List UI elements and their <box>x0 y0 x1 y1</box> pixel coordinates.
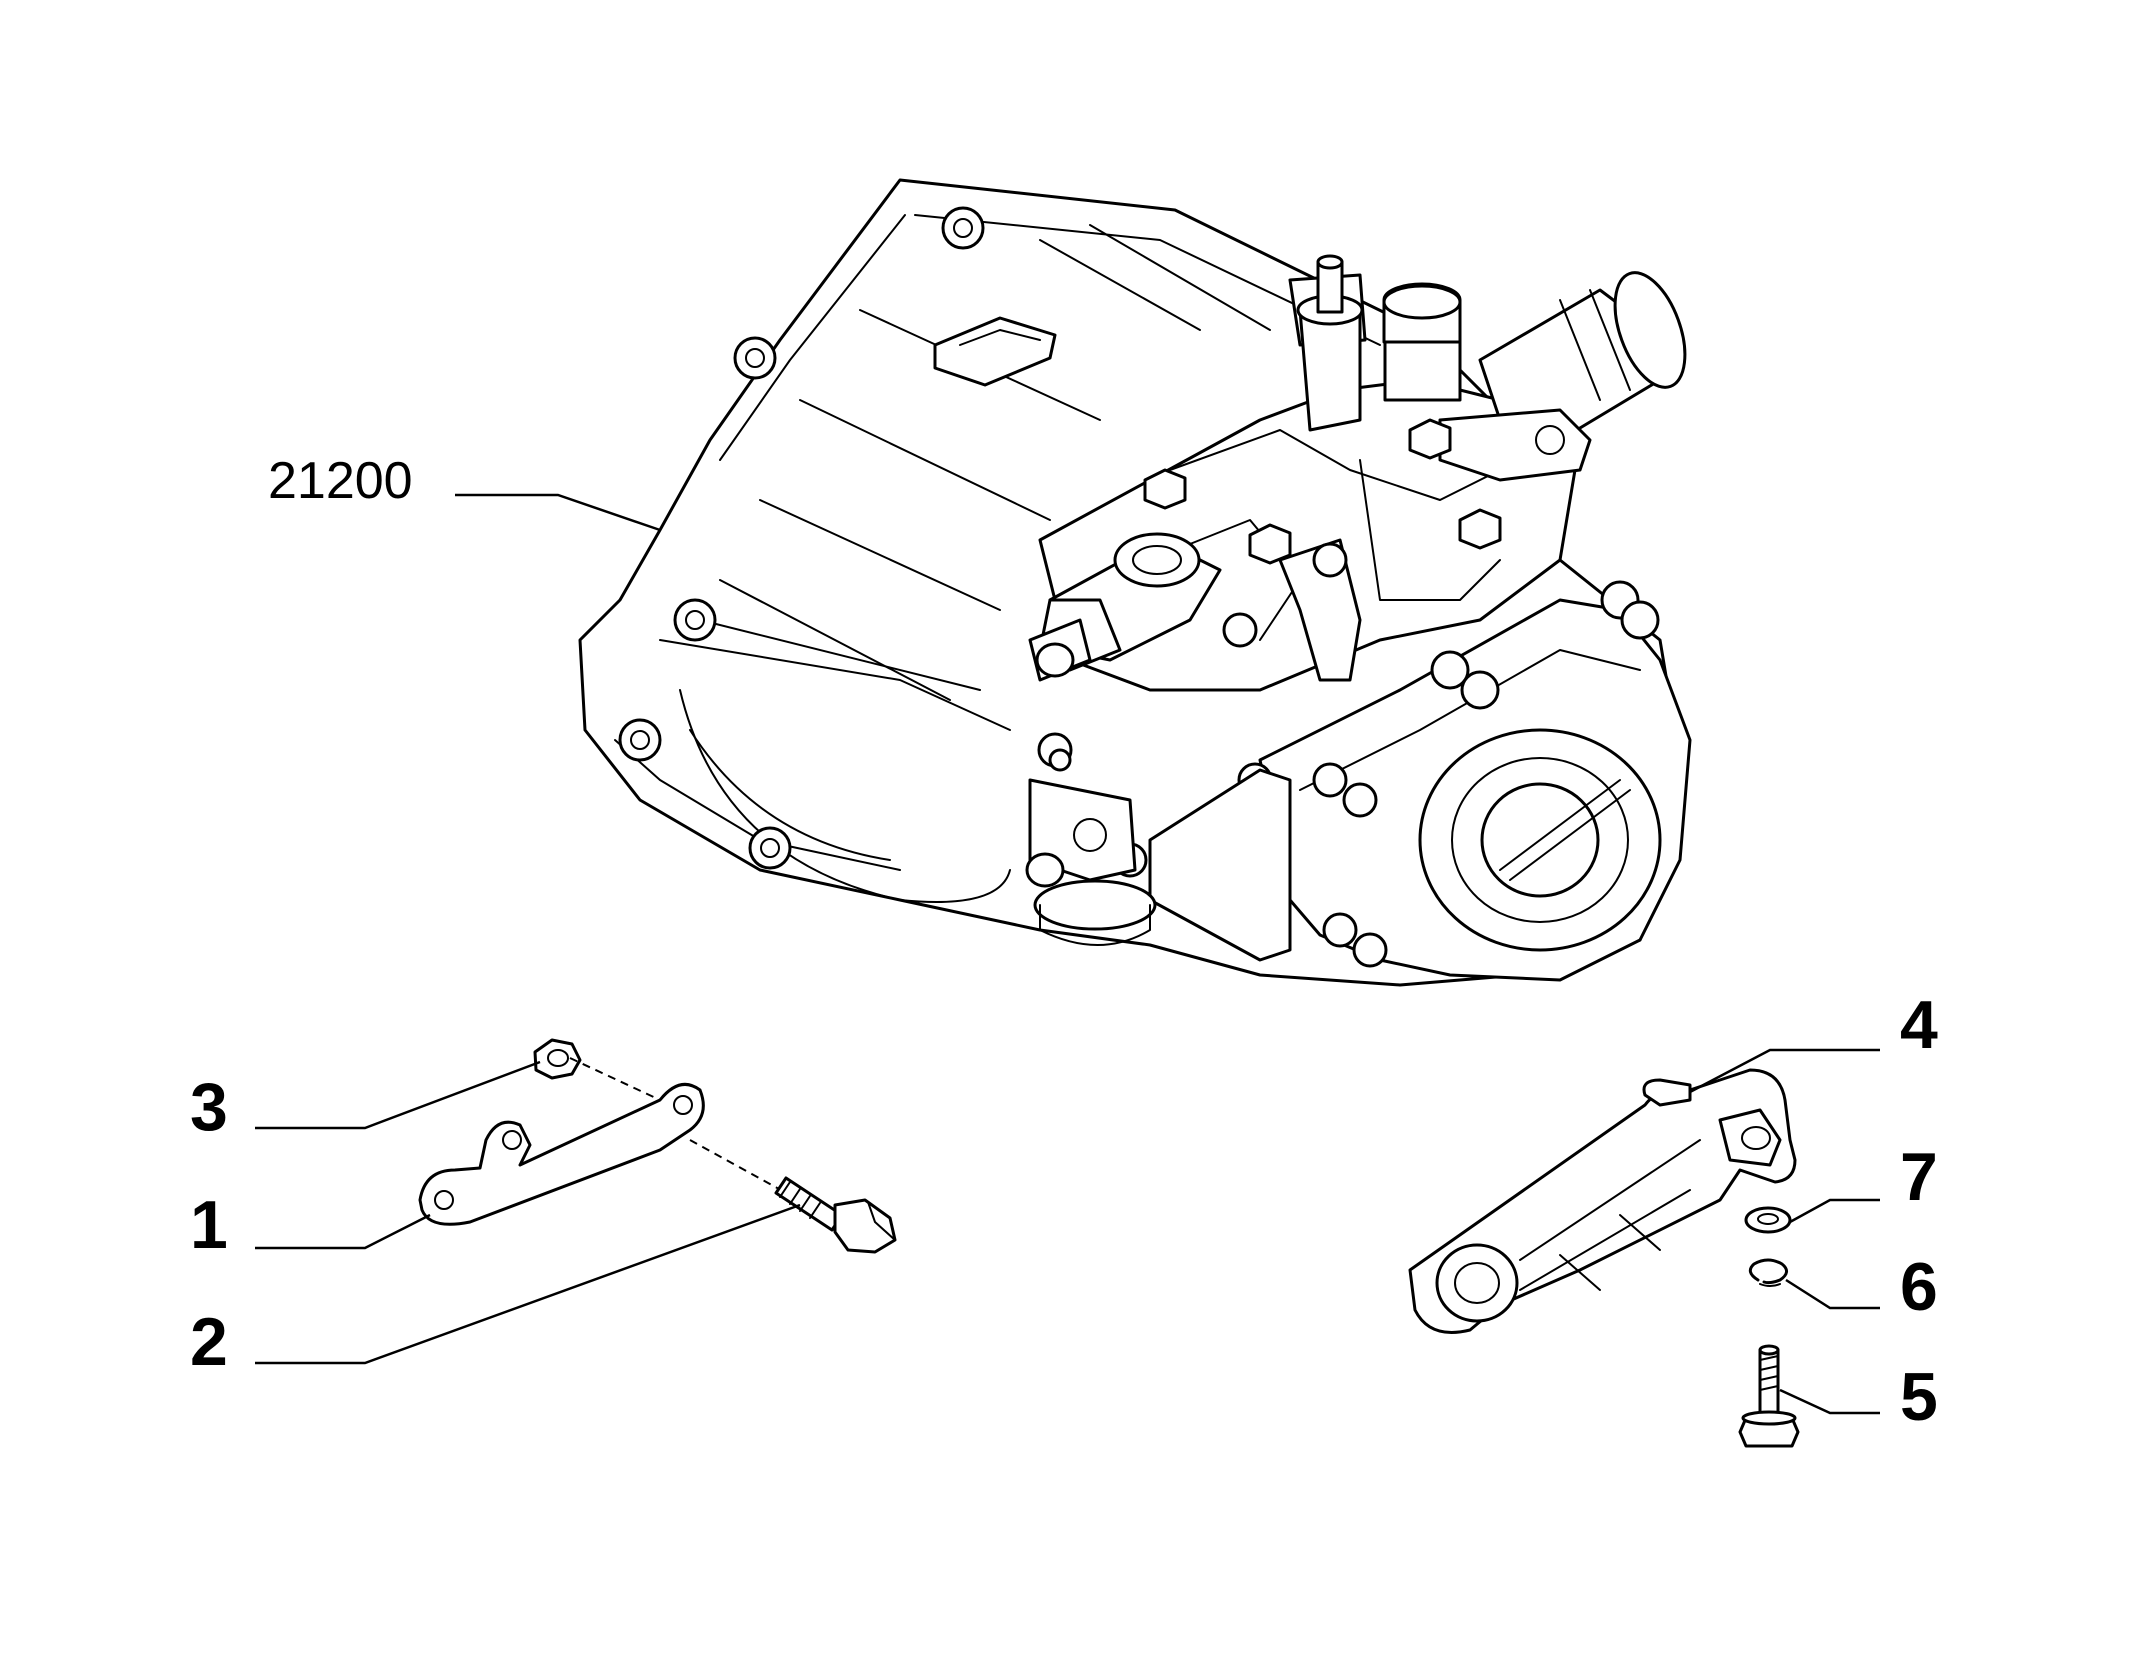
leader-4 <box>1689 1048 1880 1094</box>
callout-1: 1 <box>190 1187 228 1263</box>
callout-7: 7 <box>1900 1139 1938 1215</box>
leader-lines <box>255 493 1880 1415</box>
leader-7 <box>1789 1198 1880 1224</box>
callout-3: 3 <box>190 1069 228 1145</box>
leader-3 <box>255 1060 541 1130</box>
part-bracket <box>418 1082 705 1226</box>
part-torque-rod <box>1408 1068 1797 1334</box>
part-bolt <box>774 1176 897 1254</box>
callout-4: 4 <box>1900 987 1938 1063</box>
leader-5 <box>1779 1388 1880 1415</box>
leader-6 <box>1785 1278 1880 1310</box>
gearbox-assembly <box>578 178 1692 987</box>
part-flat-washer <box>1744 1206 1792 1234</box>
callout-5: 5 <box>1900 1359 1938 1435</box>
part-spring-washer <box>1748 1258 1788 1287</box>
callout-2: 2 <box>190 1304 228 1380</box>
part-screw <box>1738 1344 1800 1448</box>
leader-21200 <box>455 493 661 532</box>
part-nut <box>533 1038 582 1080</box>
leader-1 <box>255 1213 431 1250</box>
leader-2 <box>255 1203 801 1365</box>
callout-6: 6 <box>1900 1249 1938 1325</box>
callout-21200: 21200 <box>268 452 413 510</box>
